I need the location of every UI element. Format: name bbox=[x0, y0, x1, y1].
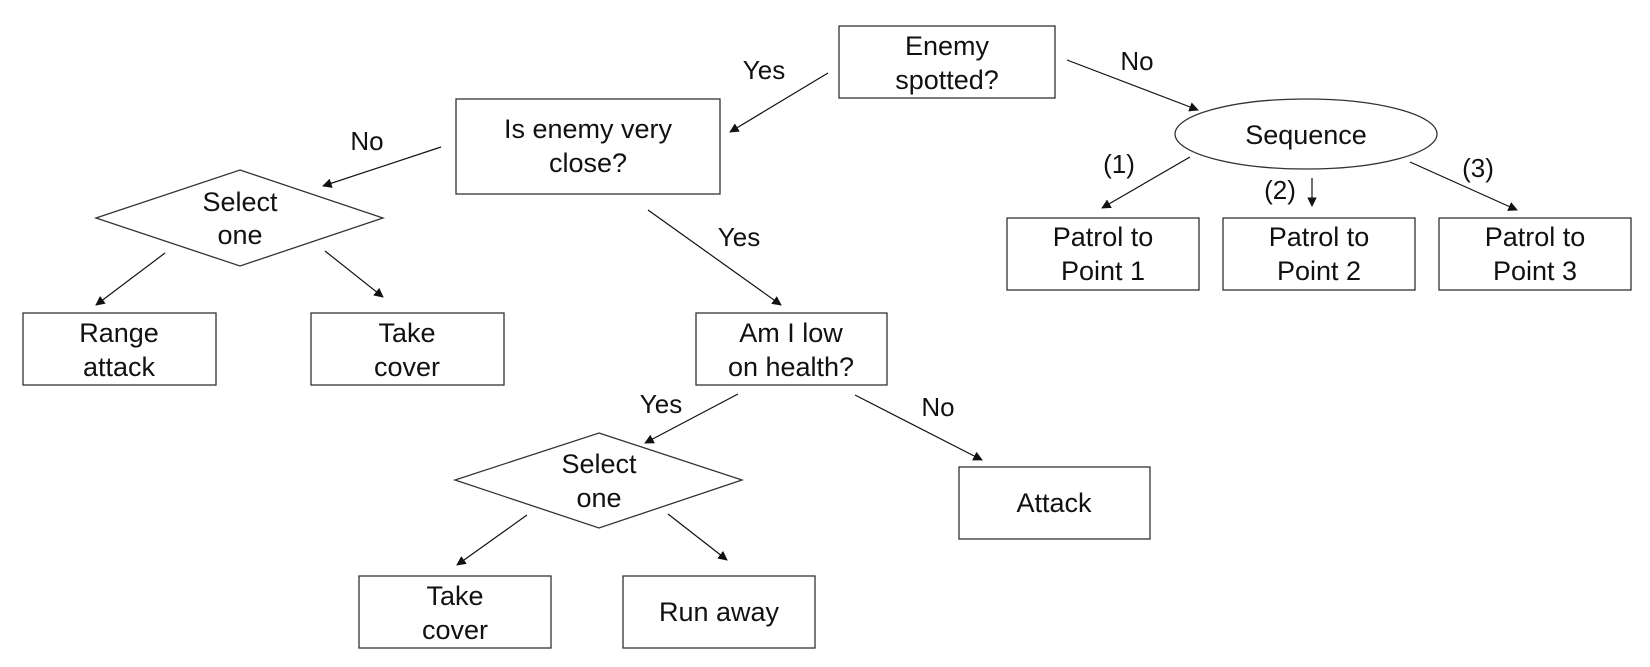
is-enemy-close-box bbox=[455, 98, 721, 195]
enemy-spotted-label-1: Enemy bbox=[905, 31, 990, 61]
patrol-1-box bbox=[1006, 217, 1200, 291]
enemy-spotted-label-2: spotted? bbox=[895, 65, 999, 95]
sequence-label: Sequence bbox=[1245, 120, 1367, 150]
select-one-bottom-label-1: Select bbox=[561, 449, 637, 479]
take-cover-bottom-label-1: Take bbox=[426, 581, 483, 611]
select-one-top-label-2: one bbox=[217, 220, 262, 250]
edge-select-bottom-to-run bbox=[667, 513, 728, 561]
run-away-label: Run away bbox=[659, 597, 780, 627]
edge-enemy-to-close bbox=[729, 72, 829, 133]
low-health-label-2: on health? bbox=[728, 352, 854, 382]
edge-select-top-to-cover bbox=[324, 250, 384, 298]
patrol-1-label-1: Patrol to bbox=[1053, 222, 1154, 252]
select-one-bottom-label-2: one bbox=[576, 483, 621, 513]
edge-health-to-attack bbox=[854, 394, 983, 461]
edge-label-seq-3: (3) bbox=[1462, 153, 1494, 183]
edge-label-enemy-yes: Yes bbox=[743, 55, 785, 85]
edge-close-to-health bbox=[647, 209, 782, 306]
nodes bbox=[22, 25, 1632, 649]
take-cover-bottom-label-2: cover bbox=[422, 615, 488, 645]
edges bbox=[95, 59, 1518, 566]
patrol-2-box bbox=[1222, 217, 1416, 291]
select-one-bottom-diamond bbox=[452, 432, 745, 529]
patrol-2-label-1: Patrol to bbox=[1269, 222, 1370, 252]
range-attack-box bbox=[22, 312, 217, 386]
edge-select-top-to-range bbox=[95, 252, 166, 306]
range-attack-label-1: Range bbox=[79, 318, 159, 348]
edge-enemy-to-sequence bbox=[1066, 59, 1199, 112]
edge-label-health-no: No bbox=[921, 392, 954, 422]
is-enemy-close-label-2: close? bbox=[549, 148, 627, 178]
edge-health-to-select-bottom bbox=[644, 393, 739, 444]
sequence-ellipse bbox=[1174, 98, 1438, 170]
edge-sequence-to-patrol-3 bbox=[1409, 161, 1518, 211]
low-health-label-1: Am I low bbox=[739, 318, 843, 348]
edge-select-bottom-to-cover bbox=[456, 514, 528, 566]
enemy-spotted-box bbox=[838, 25, 1056, 99]
run-away-box bbox=[622, 575, 816, 649]
node-labels: Enemy spotted? Is enemy very close? Sele… bbox=[79, 31, 1585, 645]
patrol-3-label-2: Point 3 bbox=[1493, 256, 1577, 286]
patrol-1-label-2: Point 1 bbox=[1061, 256, 1145, 286]
edge-label-close-yes: Yes bbox=[718, 222, 760, 252]
edge-labels: Yes No No Yes Yes No (1) (2) (3) bbox=[350, 46, 1494, 422]
take-cover-top-label-1: Take bbox=[378, 318, 435, 348]
range-attack-label-2: attack bbox=[83, 352, 156, 382]
patrol-3-label-1: Patrol to bbox=[1485, 222, 1586, 252]
take-cover-top-box bbox=[310, 312, 505, 386]
edge-label-health-yes: Yes bbox=[640, 389, 682, 419]
edge-label-enemy-no: No bbox=[1120, 46, 1153, 76]
select-one-top-diamond bbox=[93, 169, 386, 267]
edge-sequence-to-patrol-1 bbox=[1101, 156, 1191, 209]
attack-label: Attack bbox=[1016, 488, 1092, 518]
edge-label-seq-2: (2) bbox=[1264, 175, 1296, 205]
edge-label-close-no: No bbox=[350, 126, 383, 156]
take-cover-top-label-2: cover bbox=[374, 352, 440, 382]
edge-close-to-select-top bbox=[322, 146, 442, 188]
take-cover-bottom-box bbox=[358, 575, 552, 649]
is-enemy-close-label-1: Is enemy very bbox=[504, 114, 673, 144]
low-health-box bbox=[695, 312, 888, 386]
attack-box bbox=[958, 466, 1151, 540]
select-one-top-label-1: Select bbox=[202, 187, 278, 217]
patrol-2-label-2: Point 2 bbox=[1277, 256, 1361, 286]
edge-label-seq-1: (1) bbox=[1103, 149, 1135, 179]
patrol-3-box bbox=[1438, 217, 1632, 291]
